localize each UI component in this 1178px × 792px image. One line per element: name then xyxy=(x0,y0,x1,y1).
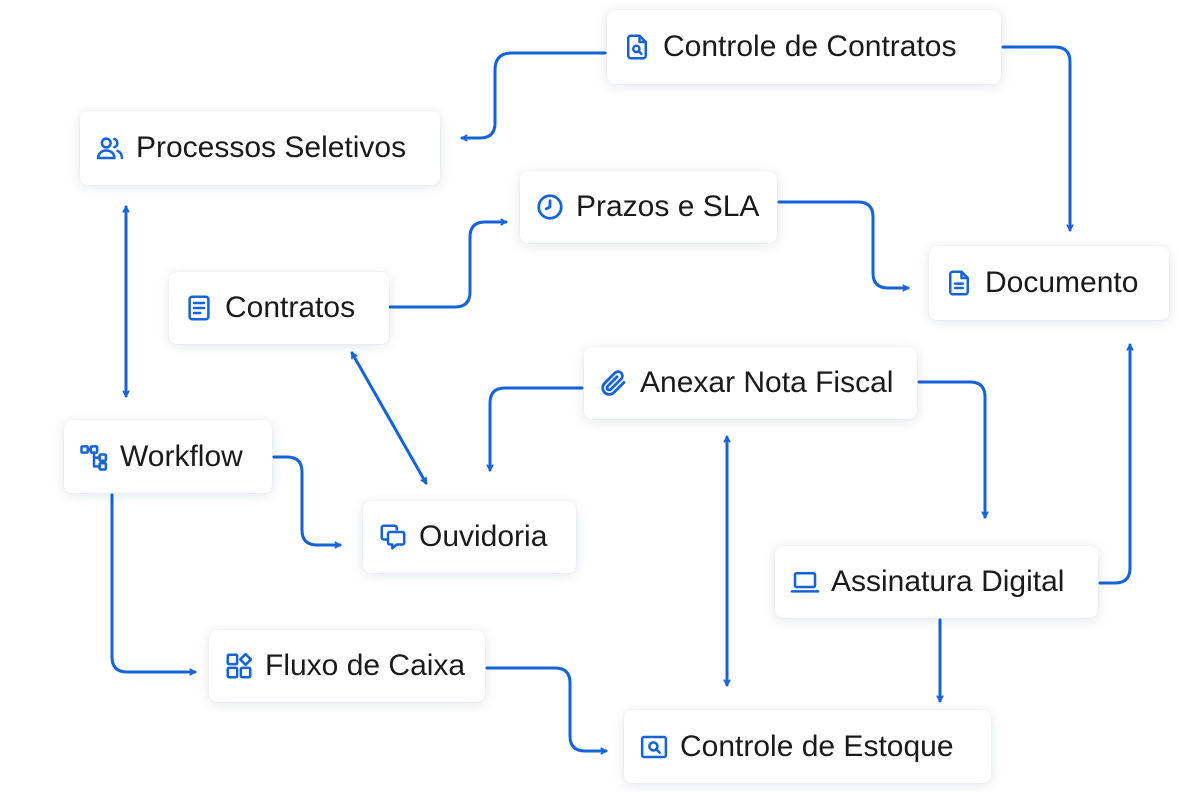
node-label: Fluxo de Caixa xyxy=(265,649,466,682)
connector-workflow-to-ouvidoria xyxy=(272,455,342,545)
node-label: Controle de Estoque xyxy=(680,729,954,763)
node-workflow[interactable]: Workflow xyxy=(64,420,272,493)
clock-icon xyxy=(534,191,566,223)
users-icon xyxy=(94,132,126,164)
node-label: Workflow xyxy=(120,439,243,473)
box-search-icon xyxy=(638,731,670,763)
shapes-grid-icon xyxy=(223,650,255,682)
connector-contratos-ouvidoria xyxy=(350,351,428,485)
node-documento[interactable]: Documento xyxy=(929,246,1169,320)
node-processos-seletivos[interactable]: Processos Seletivos xyxy=(80,111,440,185)
node-controle-de-contratos[interactable]: Controle de Contratos xyxy=(607,10,1001,84)
connector-contratos-to-prazos-sla xyxy=(388,222,508,309)
document-search-icon xyxy=(621,31,653,63)
node-label: Documento xyxy=(985,266,1139,299)
connector-prazos-sla-to-documento xyxy=(777,200,910,288)
connector-controle-contratos-to-documento xyxy=(1001,45,1070,232)
node-assinatura-digital[interactable]: Assinatura Digital xyxy=(775,546,1098,618)
document-text-icon xyxy=(943,267,975,299)
node-prazos-e-sla[interactable]: Prazos e SLA xyxy=(520,171,777,243)
node-label: Prazos e SLA xyxy=(576,190,760,223)
node-ouvidoria[interactable]: Ouvidoria xyxy=(363,501,576,573)
node-contratos[interactable]: Contratos xyxy=(169,272,389,344)
connector-anexar-nota-fiscal-to-assinatura-digital xyxy=(917,380,985,519)
connector-controle-contratos-to-processos-seletivos xyxy=(460,51,607,138)
connector-fluxo-caixa-to-controle-estoque xyxy=(485,666,608,751)
connector-assinatura-digital-to-documento xyxy=(1098,343,1130,585)
document-lines-icon xyxy=(183,292,215,324)
node-label: Ouvidoria xyxy=(419,520,548,553)
workflow-icon xyxy=(78,441,110,473)
node-controle-de-estoque[interactable]: Controle de Estoque xyxy=(624,710,991,783)
connector-workflow-to-fluxo-caixa xyxy=(110,493,197,672)
laptop-icon xyxy=(789,566,821,598)
node-fluxo-de-caixa[interactable]: Fluxo de Caixa xyxy=(209,630,485,702)
connector-anexar-nota-fiscal-to-ouvidoria xyxy=(490,386,584,472)
paperclip-icon xyxy=(598,367,630,399)
node-label: Controle de Contratos xyxy=(663,30,957,63)
chat-bubbles-icon xyxy=(377,521,409,553)
node-label: Processos Seletivos xyxy=(136,131,407,164)
node-label: Anexar Nota Fiscal xyxy=(640,366,894,399)
node-anexar-nota-fiscal[interactable]: Anexar Nota Fiscal xyxy=(584,347,917,419)
node-label: Assinatura Digital xyxy=(831,565,1065,598)
node-label: Contratos xyxy=(225,291,356,324)
